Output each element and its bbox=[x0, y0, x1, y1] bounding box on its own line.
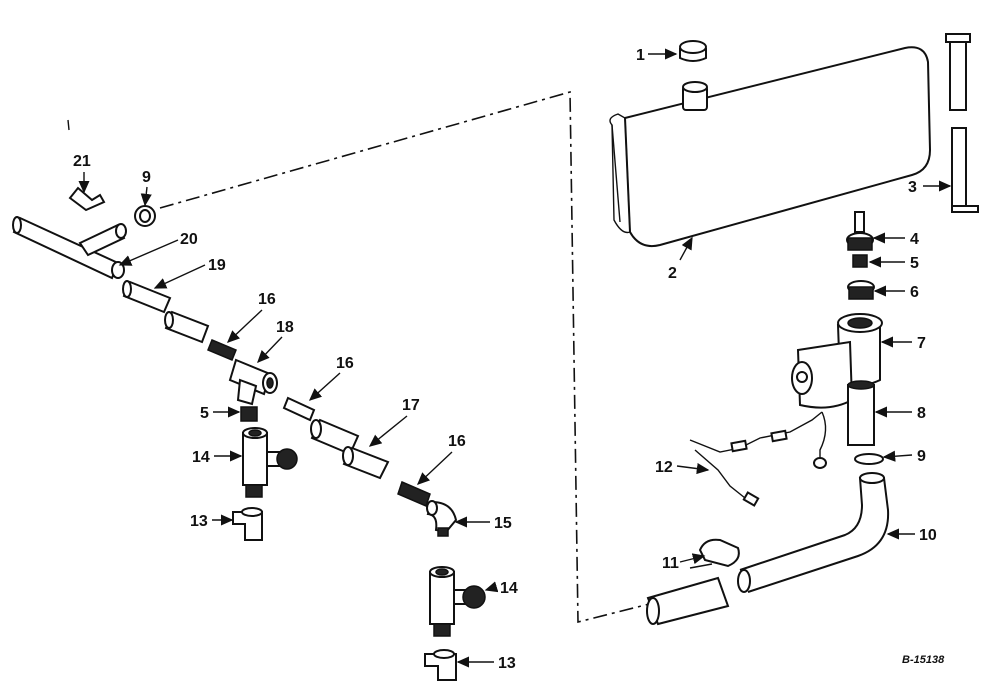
shutoff-valve-lower bbox=[429, 566, 486, 637]
filler-cap bbox=[679, 40, 707, 62]
valve-fitting bbox=[846, 211, 874, 251]
callout-16b: 16 bbox=[336, 355, 354, 372]
tank-strap bbox=[945, 33, 979, 213]
callout-17: 17 bbox=[402, 397, 420, 414]
leader-17 bbox=[368, 415, 408, 447]
callout-7: 7 bbox=[917, 335, 926, 352]
leader-16a bbox=[226, 309, 263, 343]
fuel-tube-tee bbox=[12, 216, 127, 280]
nipple-16c bbox=[397, 480, 431, 508]
hose-19 bbox=[122, 280, 172, 314]
shutoff-valve-upper bbox=[242, 427, 298, 498]
tee-13b bbox=[424, 649, 457, 681]
callout-14b: 14 bbox=[500, 580, 518, 597]
leader-12 bbox=[676, 463, 710, 475]
callout-21: 21 bbox=[73, 153, 91, 170]
leader-11 bbox=[679, 553, 706, 565]
callout-20: 20 bbox=[180, 231, 198, 248]
hose-clamp-left bbox=[134, 205, 156, 227]
callout-9b: 9 bbox=[142, 169, 151, 186]
callout-19: 19 bbox=[208, 257, 226, 274]
leader-19 bbox=[153, 264, 206, 289]
tick-mark bbox=[67, 119, 70, 131]
callout-15: 15 bbox=[494, 515, 512, 532]
callout-4: 4 bbox=[910, 231, 919, 248]
leader-14b bbox=[484, 581, 499, 593]
reducer-bushing bbox=[847, 280, 875, 300]
wiring-harness bbox=[689, 411, 827, 507]
callout-16c: 16 bbox=[448, 433, 466, 450]
leader-9b bbox=[140, 186, 152, 207]
callout-5a: 5 bbox=[910, 255, 919, 272]
callout-1: 1 bbox=[636, 47, 645, 64]
callout-11: 11 bbox=[662, 555, 679, 572]
nipple-16a bbox=[207, 339, 237, 361]
tube-clip bbox=[68, 186, 106, 212]
callout-2: 2 bbox=[668, 265, 677, 282]
leader-2 bbox=[679, 236, 693, 261]
hose-section bbox=[646, 576, 730, 626]
callout-5b: 5 bbox=[200, 405, 209, 422]
leader-16b bbox=[308, 372, 341, 401]
callout-13a: 13 bbox=[190, 513, 208, 530]
callout-9a: 9 bbox=[917, 448, 926, 465]
filter-tube bbox=[847, 380, 875, 446]
callout-6: 6 bbox=[910, 284, 919, 301]
fuel-tank bbox=[609, 46, 932, 248]
leader-18 bbox=[257, 336, 283, 364]
leader-20 bbox=[118, 239, 179, 266]
callout-3: 3 bbox=[908, 179, 917, 196]
nipple-fitting-left bbox=[240, 406, 258, 422]
callout-18: 18 bbox=[276, 319, 294, 336]
tee-fitting bbox=[228, 358, 278, 406]
nipple-16b bbox=[282, 396, 316, 422]
callout-14a: 14 bbox=[192, 449, 210, 466]
elbow-fitting bbox=[426, 500, 458, 537]
leader-9a bbox=[882, 450, 913, 462]
callout-13b: 13 bbox=[498, 655, 516, 672]
tee-13a bbox=[232, 507, 263, 541]
callout-8: 8 bbox=[917, 405, 926, 422]
callout-12: 12 bbox=[655, 459, 673, 476]
hose-clamp-right bbox=[854, 453, 884, 465]
hose-segment bbox=[164, 310, 210, 344]
fuel-hose-bent bbox=[737, 472, 890, 593]
leader-16c bbox=[416, 451, 453, 485]
callout-16a: 16 bbox=[258, 291, 276, 308]
nipple-fitting-right bbox=[852, 254, 868, 268]
hose-clip bbox=[689, 538, 740, 569]
figure-id: B-15138 bbox=[902, 654, 945, 666]
hose-17 bbox=[310, 418, 390, 480]
boundary-line bbox=[159, 90, 666, 624]
callout-10: 10 bbox=[919, 527, 937, 544]
